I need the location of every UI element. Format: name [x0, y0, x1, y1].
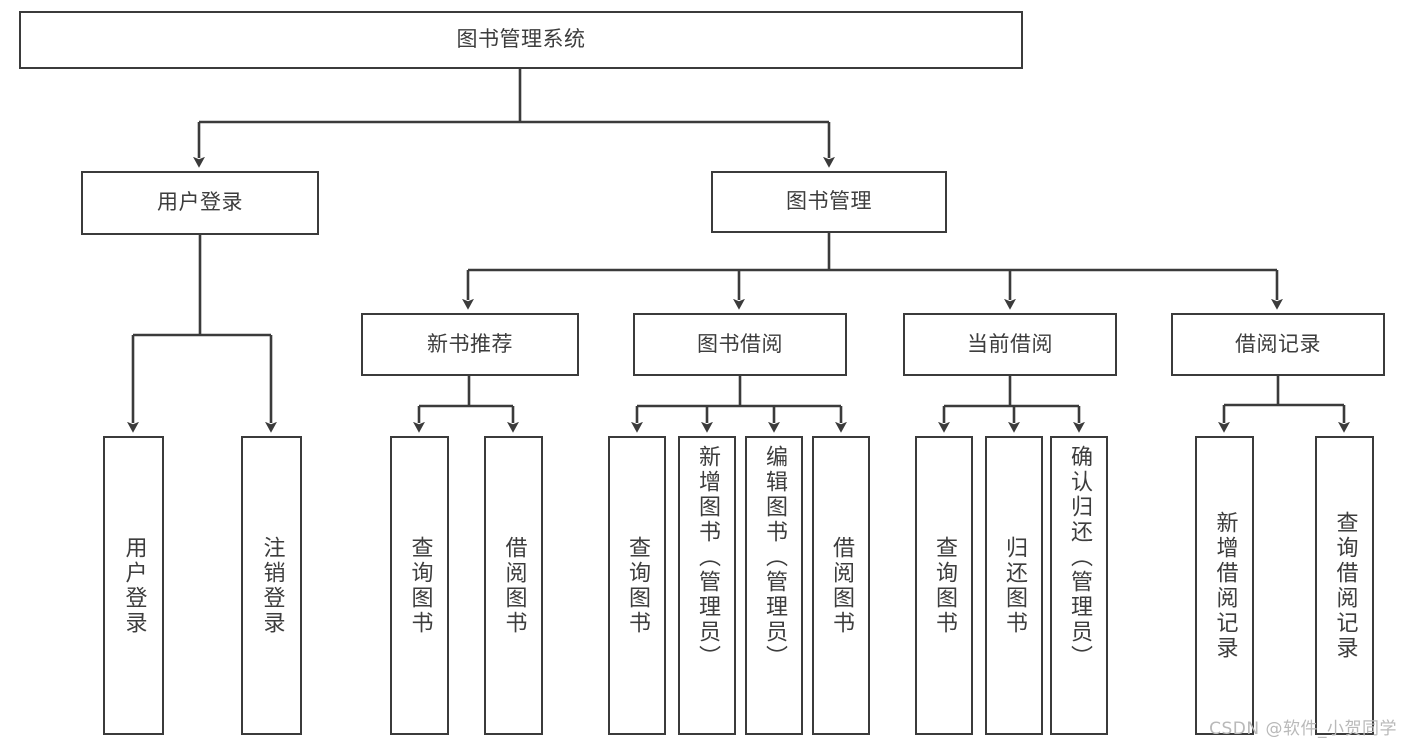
node-add-borrow-record-label: 新增借阅记录: [1212, 510, 1238, 661]
node-borrow-book-1-label: 借阅图书: [501, 535, 527, 636]
node-book-borrow[interactable]: 图书借阅: [633, 313, 847, 376]
node-query-book-2[interactable]: 查询图书: [608, 436, 666, 735]
node-user-login-leaf[interactable]: 用户登录: [103, 436, 164, 735]
node-book-management[interactable]: 图书管理: [711, 171, 947, 233]
node-query-borrow-record-label: 查询借阅记录: [1332, 510, 1358, 661]
node-return-book[interactable]: 归还图书: [985, 436, 1043, 735]
node-borrow-book-1[interactable]: 借阅图书: [484, 436, 543, 735]
node-current-borrow[interactable]: 当前借阅: [903, 313, 1117, 376]
node-confirm-return-admin[interactable]: 确认归还（管理员）: [1050, 436, 1108, 735]
node-borrow-records[interactable]: 借阅记录: [1171, 313, 1385, 376]
node-borrow-records-label: 借阅记录: [1235, 331, 1321, 356]
node-edit-book-admin[interactable]: 编辑图书（管理员）: [745, 436, 803, 735]
node-book-borrow-label: 图书借阅: [697, 331, 783, 356]
node-user-login-leaf-label: 用户登录: [121, 535, 147, 636]
node-user-logout-leaf[interactable]: 注销登录: [241, 436, 302, 735]
node-borrow-book-2-label: 借阅图书: [829, 535, 854, 636]
node-user-login-label: 用户登录: [157, 190, 243, 215]
node-current-borrow-label: 当前借阅: [967, 331, 1053, 356]
node-book-management-label: 图书管理: [786, 189, 872, 214]
node-query-book-1[interactable]: 查询图书: [390, 436, 449, 735]
node-new-book-recommend[interactable]: 新书推荐: [361, 313, 579, 376]
node-return-book-label: 归还图书: [1002, 535, 1027, 636]
node-root[interactable]: 图书管理系统: [19, 11, 1023, 69]
node-query-borrow-record[interactable]: 查询借阅记录: [1315, 436, 1374, 735]
node-root-label: 图书管理系统: [456, 27, 586, 52]
node-edit-book-admin-label: 编辑图书（管理员）: [762, 445, 787, 670]
csdn-watermark: CSDN @软件_小贺同学: [1209, 719, 1397, 739]
node-user-login[interactable]: 用户登录: [81, 171, 319, 235]
node-query-book-1-label: 查询图书: [407, 535, 433, 636]
node-add-book-admin-label: 新增图书（管理员）: [695, 445, 720, 670]
node-user-logout-leaf-label: 注销登录: [259, 535, 285, 636]
node-add-borrow-record[interactable]: 新增借阅记录: [1195, 436, 1254, 735]
node-query-book-2-label: 查询图书: [625, 535, 650, 636]
node-add-book-admin[interactable]: 新增图书（管理员）: [678, 436, 736, 735]
node-query-book-3[interactable]: 查询图书: [915, 436, 973, 735]
node-borrow-book-2[interactable]: 借阅图书: [812, 436, 870, 735]
node-new-book-recommend-label: 新书推荐: [427, 331, 513, 356]
node-query-book-3-label: 查询图书: [932, 535, 957, 636]
node-confirm-return-admin-label: 确认归还（管理员）: [1067, 445, 1092, 670]
